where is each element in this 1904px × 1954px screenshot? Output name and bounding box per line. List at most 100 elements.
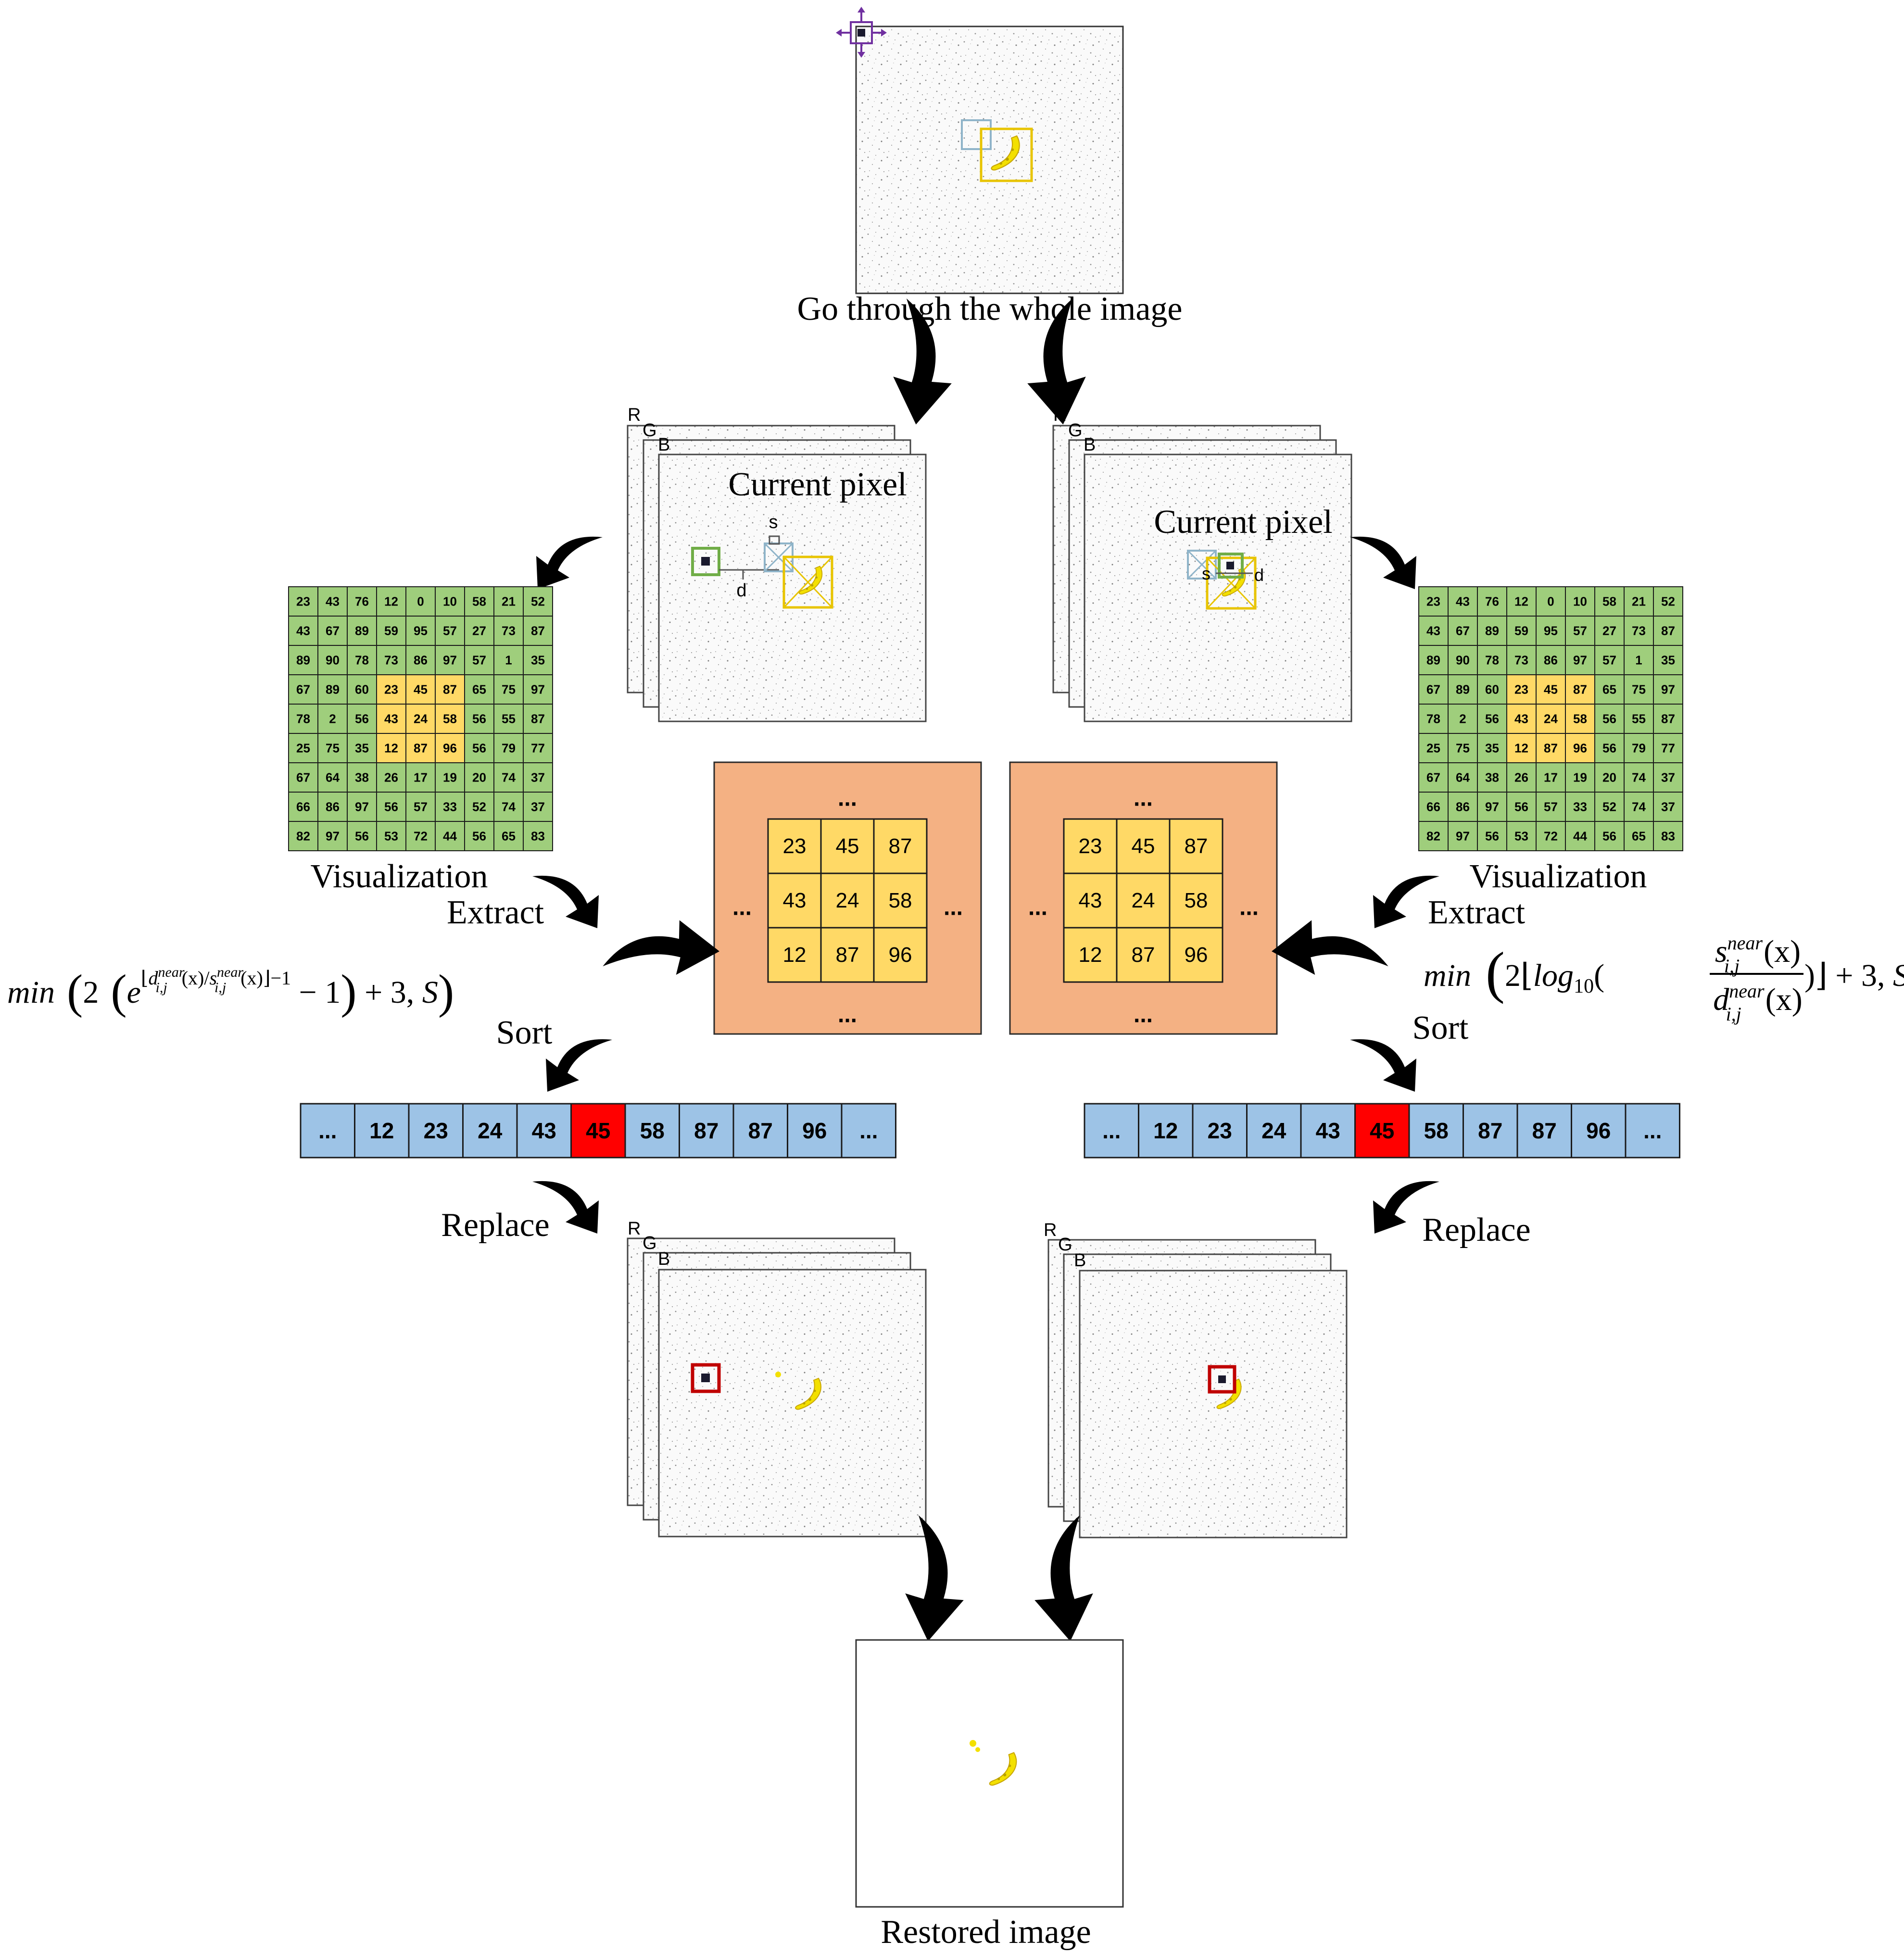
grid-cell bbox=[1448, 674, 1478, 705]
window-cell bbox=[873, 872, 928, 929]
grid-cell-value: 55 bbox=[502, 712, 516, 726]
grid-cell-value: 17 bbox=[1544, 770, 1558, 785]
grid-cell-value: 35 bbox=[1661, 653, 1675, 668]
window-cell-value: 58 bbox=[889, 889, 912, 912]
grid-cell-value: 90 bbox=[1456, 653, 1470, 668]
grid-cell-value: 87 bbox=[1661, 624, 1675, 638]
grid-cell-value: 97 bbox=[326, 829, 340, 844]
grid-cell-value: 21 bbox=[502, 594, 516, 609]
grid-cell-value: 83 bbox=[531, 829, 545, 844]
window-cell-value: 23 bbox=[783, 834, 807, 858]
grid-cell bbox=[317, 733, 348, 763]
grid-cell-value: 75 bbox=[326, 741, 340, 756]
grid-cell-value: 20 bbox=[1602, 770, 1616, 785]
grid-cell-value: 95 bbox=[1544, 624, 1558, 638]
grid-cell bbox=[1506, 616, 1537, 646]
window-cell-value: 43 bbox=[783, 889, 807, 912]
grid-cell-value: 56 bbox=[384, 800, 398, 814]
grid-cell bbox=[288, 792, 318, 822]
grid-cell-value: 86 bbox=[1544, 653, 1558, 668]
window-cell-value: 12 bbox=[1079, 943, 1102, 967]
channel-g: G bbox=[1058, 1235, 1072, 1255]
grid-cell bbox=[405, 821, 436, 851]
grid-cell-value: 37 bbox=[1661, 800, 1675, 814]
grid-cell-value: 59 bbox=[1514, 624, 1528, 638]
grid-cell bbox=[435, 674, 465, 705]
window-cell-value: 87 bbox=[1132, 943, 1155, 967]
grid-cell-value: 89 bbox=[326, 682, 340, 697]
grid-cell-value: 89 bbox=[296, 653, 310, 668]
window-cell bbox=[1116, 872, 1171, 929]
grid-cell-value: 90 bbox=[326, 653, 340, 668]
grid-cell-value: 56 bbox=[1485, 712, 1499, 726]
caption-extract-left: Extract bbox=[447, 894, 544, 931]
median-cell bbox=[1354, 1103, 1410, 1159]
grid-cell-value: 79 bbox=[502, 741, 516, 756]
grid-cell-value: 19 bbox=[1573, 770, 1587, 785]
grid-cell-value: 45 bbox=[414, 682, 428, 697]
sorted-cell bbox=[1625, 1103, 1680, 1159]
grid-cell-value: 97 bbox=[1573, 653, 1587, 668]
grid-cell-value: 58 bbox=[472, 594, 486, 609]
window-cell-value: 12 bbox=[783, 943, 807, 967]
grid-cell-value: 52 bbox=[531, 594, 545, 609]
grid-cell-value: 21 bbox=[1632, 594, 1646, 609]
grid-cell bbox=[1565, 616, 1595, 646]
window-cell bbox=[873, 818, 928, 874]
grid-cell bbox=[523, 762, 553, 793]
grid-cell-value: 67 bbox=[1426, 682, 1440, 697]
grid-cell-value: 74 bbox=[1632, 800, 1646, 814]
window-cell bbox=[1169, 818, 1223, 874]
grid-cell-value: 10 bbox=[1573, 594, 1587, 609]
grid-cell bbox=[347, 616, 377, 646]
grid-cell-value: 1 bbox=[505, 653, 512, 668]
grid-cell bbox=[1536, 821, 1566, 851]
grid-cell bbox=[1536, 586, 1566, 617]
grid-cell-value: 66 bbox=[1426, 800, 1440, 814]
grid-cell bbox=[1506, 762, 1537, 793]
grid-cell-value: 43 bbox=[296, 624, 310, 638]
grid-cell bbox=[523, 586, 553, 617]
grid-cell-value: 26 bbox=[1514, 770, 1528, 785]
sorted-value: 96 bbox=[802, 1118, 827, 1143]
sorted-value: ... bbox=[859, 1118, 878, 1143]
grid-cell-value: 33 bbox=[1573, 800, 1587, 814]
sorted-value: 23 bbox=[1208, 1118, 1232, 1143]
grid-cell-value: 56 bbox=[355, 712, 369, 726]
grid-cell-value: 65 bbox=[472, 682, 486, 697]
rgb-stack-right-top: R G B Current pixel s d bbox=[1052, 405, 1352, 722]
grid-cell bbox=[493, 792, 524, 822]
grid-cell-value: 57 bbox=[1573, 624, 1587, 638]
window-cell bbox=[873, 927, 928, 983]
grid-cell-value: 59 bbox=[384, 624, 398, 638]
grid-cell bbox=[1565, 645, 1595, 675]
caption-replace-left: Replace bbox=[441, 1207, 549, 1244]
grid-cell-value: 57 bbox=[443, 624, 457, 638]
grid-cell-value: 57 bbox=[1544, 800, 1558, 814]
window-ellipsis: ... bbox=[1239, 895, 1259, 920]
grid-cell bbox=[1477, 645, 1507, 675]
window-ellipsis: ... bbox=[732, 895, 752, 920]
grid-cell bbox=[1653, 586, 1683, 617]
grid-cell-value: 67 bbox=[1426, 770, 1440, 785]
grid-cell-value: 23 bbox=[296, 594, 310, 609]
grid-cell bbox=[1653, 733, 1683, 763]
grid-cell-value: 0 bbox=[417, 594, 424, 609]
grid-cell bbox=[376, 704, 406, 734]
grid-cell-value: 27 bbox=[472, 624, 486, 638]
grid-cell-value: 24 bbox=[414, 712, 428, 726]
channel-g: G bbox=[643, 420, 657, 441]
window-cell-value: 58 bbox=[1185, 889, 1208, 912]
grid-cell-value: 43 bbox=[1456, 594, 1470, 609]
grid-cell-value: 89 bbox=[1485, 624, 1499, 638]
grid-cell-value: 43 bbox=[326, 594, 340, 609]
grid-cell-value: 56 bbox=[1602, 829, 1616, 844]
sorted-value: ... bbox=[1102, 1118, 1121, 1143]
window-cell bbox=[1063, 872, 1118, 929]
grid-cell bbox=[1418, 762, 1449, 793]
grid-cell bbox=[1418, 821, 1449, 851]
